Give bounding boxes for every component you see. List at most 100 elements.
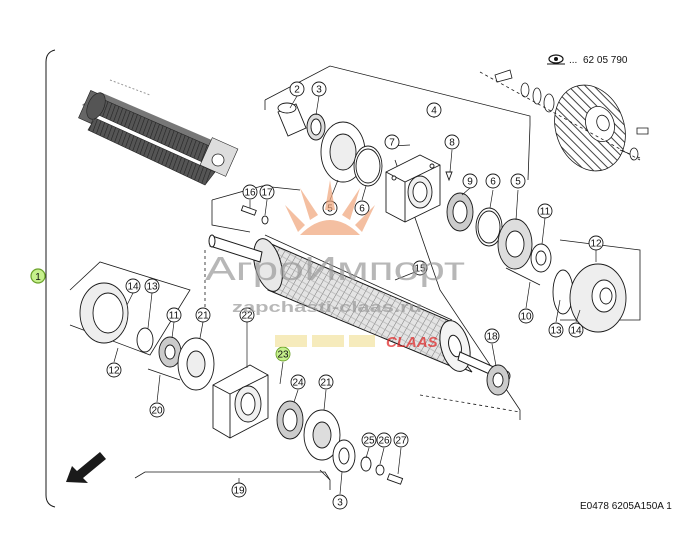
callout-c22: 22	[239, 307, 255, 323]
callout-c10: 10	[518, 308, 534, 324]
callout-label: 10	[520, 312, 532, 323]
callout-c6b: 6	[485, 173, 501, 189]
callout-circle	[548, 322, 564, 338]
callout-label: 11	[540, 207, 551, 218]
callout-circle	[239, 307, 255, 323]
rings-and-discs	[79, 102, 627, 485]
callout-label: 4	[431, 106, 437, 117]
callout-label: 8	[449, 138, 455, 149]
callout-label: 26	[378, 436, 390, 447]
callout-c12a: 12	[588, 235, 604, 251]
callout-circle	[588, 235, 604, 251]
callout-c18: 18	[484, 328, 500, 344]
callout-label: 2	[294, 85, 300, 96]
callout-circle	[568, 322, 584, 338]
callout-c11b: 11	[166, 307, 182, 323]
callout-c24: 24	[290, 374, 306, 390]
callout-label: 11	[169, 311, 180, 322]
callout-c17: 17	[259, 184, 275, 200]
callout-circle	[510, 173, 526, 189]
callout-c9: 9	[462, 173, 478, 189]
callout-label: 23	[277, 350, 289, 361]
callout-c16: 16	[242, 184, 258, 200]
watermark-logo-text: АгроИмпорт	[205, 250, 465, 287]
callout-circle	[125, 278, 141, 294]
callout-label: 18	[486, 332, 498, 343]
callout-c25: 25	[361, 432, 377, 448]
callout-circle	[231, 482, 247, 498]
callout-c5b: 5	[510, 173, 526, 189]
callout-label: 5	[515, 177, 521, 188]
callout-c14b: 14	[125, 278, 141, 294]
eye-icon	[547, 54, 565, 65]
callout-label: 14	[570, 326, 582, 337]
callout-label: 14	[127, 282, 139, 293]
callout-circle	[485, 173, 501, 189]
watermark: АгроИмпорт zapchasti-claas.ru CLAAS	[205, 180, 465, 351]
callout-circle	[361, 432, 377, 448]
callout-circle	[537, 203, 553, 219]
callout-circle	[444, 134, 460, 150]
callout-c13b: 13	[144, 278, 160, 294]
callout-circle	[412, 260, 428, 276]
leader-lines	[113, 95, 597, 495]
callout-label: 13	[146, 282, 158, 293]
pulley-reference	[479, 69, 649, 172]
callout-c19: 19	[231, 482, 247, 498]
reference-code: 62 05 790	[583, 55, 628, 66]
callouts: 2347856965111216171510131414131121222324…	[106, 81, 604, 510]
callout-c23: 23	[275, 346, 291, 362]
callout-c3a: 3	[311, 81, 327, 97]
callout-label: 13	[550, 326, 562, 337]
callout-label: 24	[292, 378, 304, 389]
bearing-housing-upper	[385, 154, 441, 223]
callout-circle	[393, 432, 409, 448]
callout-label: 9	[467, 177, 473, 188]
callout-circle	[518, 308, 534, 324]
callout-circle	[332, 494, 348, 510]
callout-circle	[462, 173, 478, 189]
callout-circle	[259, 184, 275, 200]
callout-c6a: 6	[354, 200, 370, 216]
callout-circle	[289, 81, 305, 97]
callout-c2a: 2	[289, 81, 305, 97]
callout-circle	[426, 102, 442, 118]
callout-c4: 4	[426, 102, 442, 118]
callout-label: 3	[316, 85, 322, 96]
callout-circle	[354, 200, 370, 216]
callout-label: 25	[363, 436, 375, 447]
callout-circle	[311, 81, 327, 97]
assembly-thumbnail	[78, 79, 239, 186]
watermark-site-text: zapchasti-claas.ru	[232, 299, 422, 316]
callout-c7: 7	[384, 134, 400, 150]
callout-label: 12	[590, 239, 602, 250]
callout-circle	[290, 374, 306, 390]
callout-label: 16	[244, 188, 256, 199]
callout-c11a: 11	[537, 203, 553, 219]
callout-c21a: 21	[195, 307, 211, 323]
watermark-brand-text: CLAAS	[386, 334, 438, 351]
callout-label: 19	[233, 486, 245, 497]
callout-label: 27	[395, 436, 407, 447]
callout-c12b: 12	[106, 362, 122, 378]
callout-circle	[484, 328, 500, 344]
group-outlines	[69, 65, 641, 490]
callout-label: 7	[389, 138, 395, 149]
callout-c20: 20	[149, 402, 165, 418]
reference-note: ... 62 05 790	[547, 54, 628, 66]
watermark-sun-icon	[285, 180, 375, 235]
callout-label: 22	[241, 311, 253, 322]
callout-label: 17	[261, 188, 273, 199]
callout-circle	[166, 307, 182, 323]
drawing-code: E0478 6205A150A 1	[580, 501, 672, 512]
callout-label: 21	[197, 311, 209, 322]
callout-c14a: 14	[568, 322, 584, 338]
group-marker: 1	[30, 268, 46, 284]
reference-prefix: ...	[569, 55, 577, 66]
callout-circle	[318, 374, 334, 390]
callout-label: 21	[320, 378, 332, 389]
callout-circle	[384, 134, 400, 150]
watermark-stripes	[275, 335, 375, 347]
callout-c26: 26	[376, 432, 392, 448]
